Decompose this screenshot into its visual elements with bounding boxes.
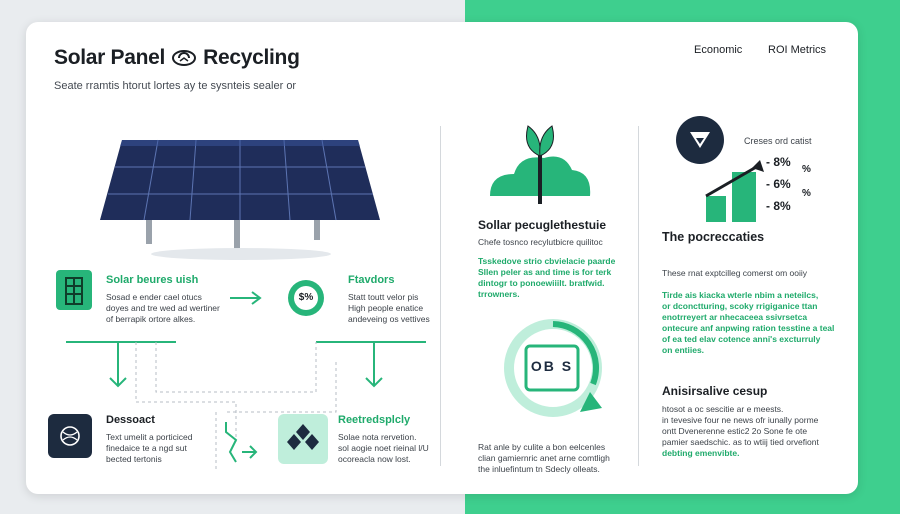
factors-text: Statt toutt velor pis High people enatic…	[348, 292, 430, 324]
ladder-icon	[65, 277, 83, 305]
middle-bottom-text: Rat anle by culite a bon eelcenles clian…	[478, 442, 610, 474]
nav-economic[interactable]: Economic	[694, 44, 743, 56]
badge-label: OB S	[530, 358, 574, 374]
brand-logo-icon	[676, 116, 724, 164]
page-title: Solar Panel Recycling	[54, 46, 300, 70]
money-icon: $%	[288, 280, 324, 316]
chart-caption: Creses ord catist	[744, 136, 812, 146]
column-divider-right	[638, 126, 639, 466]
right-bottom-text: htosot a oc sescitie ar e meests. in tev…	[662, 404, 819, 458]
globe-recycle-icon	[48, 414, 92, 458]
right-subtitle: These rnat exptcilleg comerst om ooiiy	[662, 268, 808, 278]
cloud-plant-icon	[490, 125, 591, 204]
dessoact-title: Dessoact	[106, 414, 155, 426]
solar-box-text: Sosad e ender cael otucs doyes and tre w…	[106, 292, 220, 324]
metric-row: - 8%	[766, 155, 791, 169]
column-divider-left	[440, 126, 441, 466]
percent-mark: %	[802, 188, 811, 199]
metric-row: - 8%	[766, 199, 791, 213]
middle-green-text: Tsskedove strio cbvielacie paarde Sllen …	[478, 256, 616, 299]
flow-connectors	[66, 291, 426, 472]
right-green-text: Tirde ais kiacka wterle nbim a neteilcs,…	[662, 290, 835, 355]
cluster-icon	[278, 414, 328, 464]
percent-mark: %	[802, 164, 811, 175]
recycling-cycle-diagram	[504, 319, 602, 417]
metric-row: - 6%	[766, 177, 791, 191]
dessoact-text: Text umelit a porticiced finedaice te a …	[106, 432, 193, 464]
growth-bar-chart	[705, 160, 764, 222]
title-suffix-text: Recycling	[203, 46, 300, 69]
nav-roi-metrics[interactable]: ROI Metrics	[768, 44, 827, 56]
factors-title: Ftavdors	[348, 274, 395, 286]
middle-title: Sollar pecuglethestuie	[478, 218, 607, 232]
recycle-emblem-icon	[172, 50, 197, 66]
reetredsplcly-title: Reetredsplcly	[338, 414, 411, 426]
page-subtitle: Seate rramtis htorut lortes ay te sysnte…	[54, 80, 297, 92]
solar-panel-illustration	[100, 139, 380, 260]
solar-box-icon	[56, 270, 92, 310]
solar-box-title: Solar beures uish	[106, 274, 199, 286]
right-title: The pocreccaties	[662, 230, 765, 244]
reetredsplcly-text: Solae nota rervetion. sol aogie noet rie…	[338, 432, 429, 464]
middle-subtitle: Chefe tosnco recylutbicre quilitoc	[478, 237, 603, 247]
right-bottom-title: Anisirsalive cesup	[662, 384, 768, 398]
infographic-card: Solar Panel Recycling Seate rramtis htor…	[26, 22, 858, 494]
metrics-list: - 8% - 6% - 8%	[766, 155, 846, 221]
title-text: Solar Panel	[54, 46, 166, 69]
